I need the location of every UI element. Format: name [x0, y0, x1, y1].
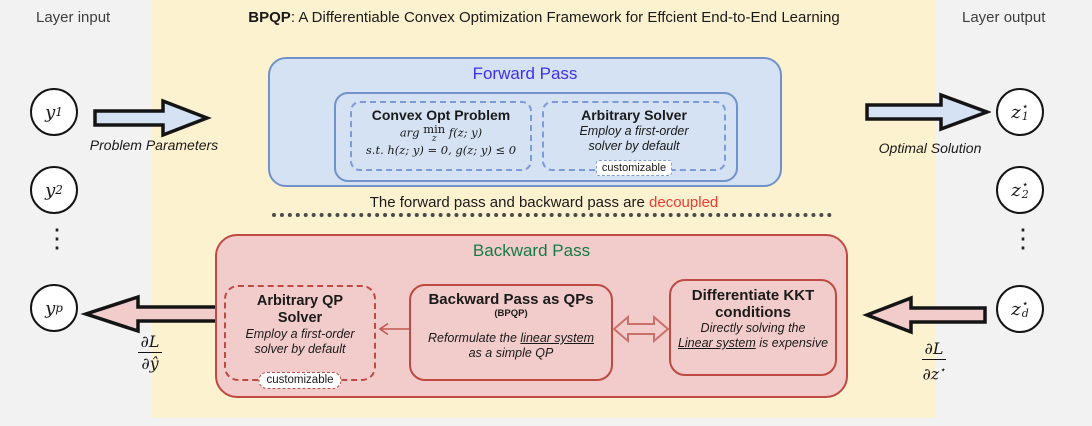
node-label: y	[45, 101, 56, 123]
optimal-solution-label: Optimal Solution	[878, 140, 982, 156]
fraction-numerator: ∂L	[137, 332, 163, 353]
node-superscript: ⋆	[1021, 100, 1029, 113]
arrow-shape	[865, 92, 991, 132]
differentiate-kkt-box: Differentiate KKT conditions Directly so…	[669, 279, 837, 376]
qp-title-line1: Arbitrary QP	[256, 293, 344, 309]
forward-pass-title: Forward Pass	[472, 64, 578, 83]
node-label: z	[1011, 298, 1021, 320]
qp-desc-line1: Employ a first-order	[245, 327, 355, 341]
fraction-denominator: ∂z⋆	[906, 360, 962, 383]
kkt-title: Differentiate KKT conditions	[671, 281, 835, 321]
kkt-title-line1: Differentiate KKT	[691, 287, 815, 304]
arbitrary-solver-box: Arbitrary Solver Employ a first-order so…	[542, 101, 726, 176]
layer-input-header: Layer input	[36, 9, 111, 26]
title-acronym: BPQP	[248, 9, 291, 26]
den-sup: ⋆	[939, 365, 946, 376]
double-headed-arrow-icon	[612, 314, 670, 344]
problem-parameters-arrow-icon	[93, 98, 212, 138]
kkt-desc: Directly solving the Linear system is ex…	[671, 321, 835, 351]
diagram-title: BPQP: A Differentiable Convex Optimizati…	[152, 9, 936, 26]
arrow-shape	[612, 314, 670, 344]
node-supsub: ⋆2	[1021, 178, 1029, 201]
convex-opt-title: Convex Opt Problem	[371, 107, 511, 123]
fraction-denominator: ∂ŷ	[141, 354, 159, 373]
node-label: y	[45, 297, 56, 319]
bpqp-subtitle: (BPQP)	[494, 308, 528, 319]
node-label: z	[1011, 101, 1021, 123]
arrow-shape	[80, 294, 220, 334]
den-base: ∂z	[922, 364, 940, 384]
qp-desc-line2: solver by default	[254, 342, 346, 356]
caption-highlight: decoupled	[649, 194, 719, 211]
node-subscript: 2	[1021, 188, 1029, 201]
optimal-solution-arrow-icon	[865, 92, 991, 132]
arbitrary-solver-title: Arbitrary Solver	[581, 107, 687, 123]
customizable-badge: customizable	[595, 160, 673, 176]
objective-token: f(z; y)	[448, 125, 483, 140]
gradient-z-fraction: ∂L ∂z⋆	[906, 339, 962, 383]
output-ellipsis: ⋮	[1010, 224, 1036, 254]
solver-desc-line2: solver by default	[588, 139, 680, 153]
node-supsub: ⋆1	[1021, 100, 1029, 123]
arbitrary-qp-solver-box: Arbitrary QP Solver Employ a first-order…	[224, 285, 376, 389]
arrow-head	[378, 322, 389, 336]
dotted-divider	[272, 213, 832, 217]
node-superscript: ⋆	[1021, 297, 1029, 310]
caption-prefix: The forward pass and backward pass are	[369, 194, 650, 211]
arrow-shape	[93, 98, 212, 138]
output-node-z1: z ⋆1	[996, 88, 1044, 136]
arrow-shape	[862, 295, 987, 335]
node-superscript: ⋆	[1021, 178, 1029, 191]
kkt-desc-underlined: Linear system	[677, 336, 756, 350]
min-token: min	[423, 122, 446, 136]
bpqp-title: Backward Pass as QPs	[428, 291, 594, 308]
node-label: z	[1011, 179, 1021, 201]
layer-output-header: Layer output	[962, 9, 1046, 26]
qp-title-line2: Solver	[277, 310, 323, 326]
bpqp-to-solver-arrow-icon	[378, 322, 409, 336]
backward-pass-title: Backward Pass	[472, 241, 591, 260]
kkt-title-line2: conditions	[715, 304, 791, 321]
title-rest: : A Differentiable Convex Optimization F…	[290, 9, 840, 26]
backward-pass-as-qps-box: Backward Pass as QPs (BPQP) Reformulate …	[409, 284, 613, 381]
problem-parameters-label: Problem Parameters	[89, 137, 219, 153]
gradient-z-arrow-icon	[862, 295, 987, 335]
desc-line2: as a simple QP	[468, 346, 554, 360]
node-label: y	[45, 179, 56, 201]
customizable-badge: customizable	[258, 372, 342, 389]
kkt-desc-line1: Directly solving the	[700, 321, 806, 335]
fraction-numerator: ∂L	[921, 339, 947, 360]
min-subscript: z	[431, 134, 437, 144]
backward-pass-box: Backward Pass Arbitrary QP Solver Employ…	[215, 234, 848, 398]
bpqp-desc: Reformulate the linear system as a simpl…	[411, 319, 611, 361]
input-ellipsis: ⋮	[44, 224, 70, 254]
node-subscript: 1	[1021, 110, 1029, 123]
gradient-y-fraction: ∂L ∂ŷ	[122, 332, 178, 373]
arg-token: arg	[399, 125, 420, 140]
desc-underlined: linear system	[520, 331, 595, 345]
output-node-zd: z ⋆d	[996, 285, 1044, 333]
decoupled-caption: The forward pass and backward pass are d…	[152, 194, 936, 211]
output-node-z2: z ⋆2	[996, 166, 1044, 214]
gradient-y-arrow-icon	[80, 294, 220, 334]
desc-prefix: Reformulate the	[427, 331, 521, 345]
kkt-desc-line2-rest: is expensive	[755, 336, 829, 350]
solver-desc-line1: Employ a first-order	[579, 124, 689, 138]
constraints-formula: s.t. h(z; y) = 0, g(z; y) ≤ 0	[365, 143, 517, 157]
qp-solver-title: Arbitrary QP Solver	[226, 287, 374, 327]
node-subscript: d	[1021, 307, 1029, 320]
node-supsub: ⋆d	[1021, 297, 1029, 320]
